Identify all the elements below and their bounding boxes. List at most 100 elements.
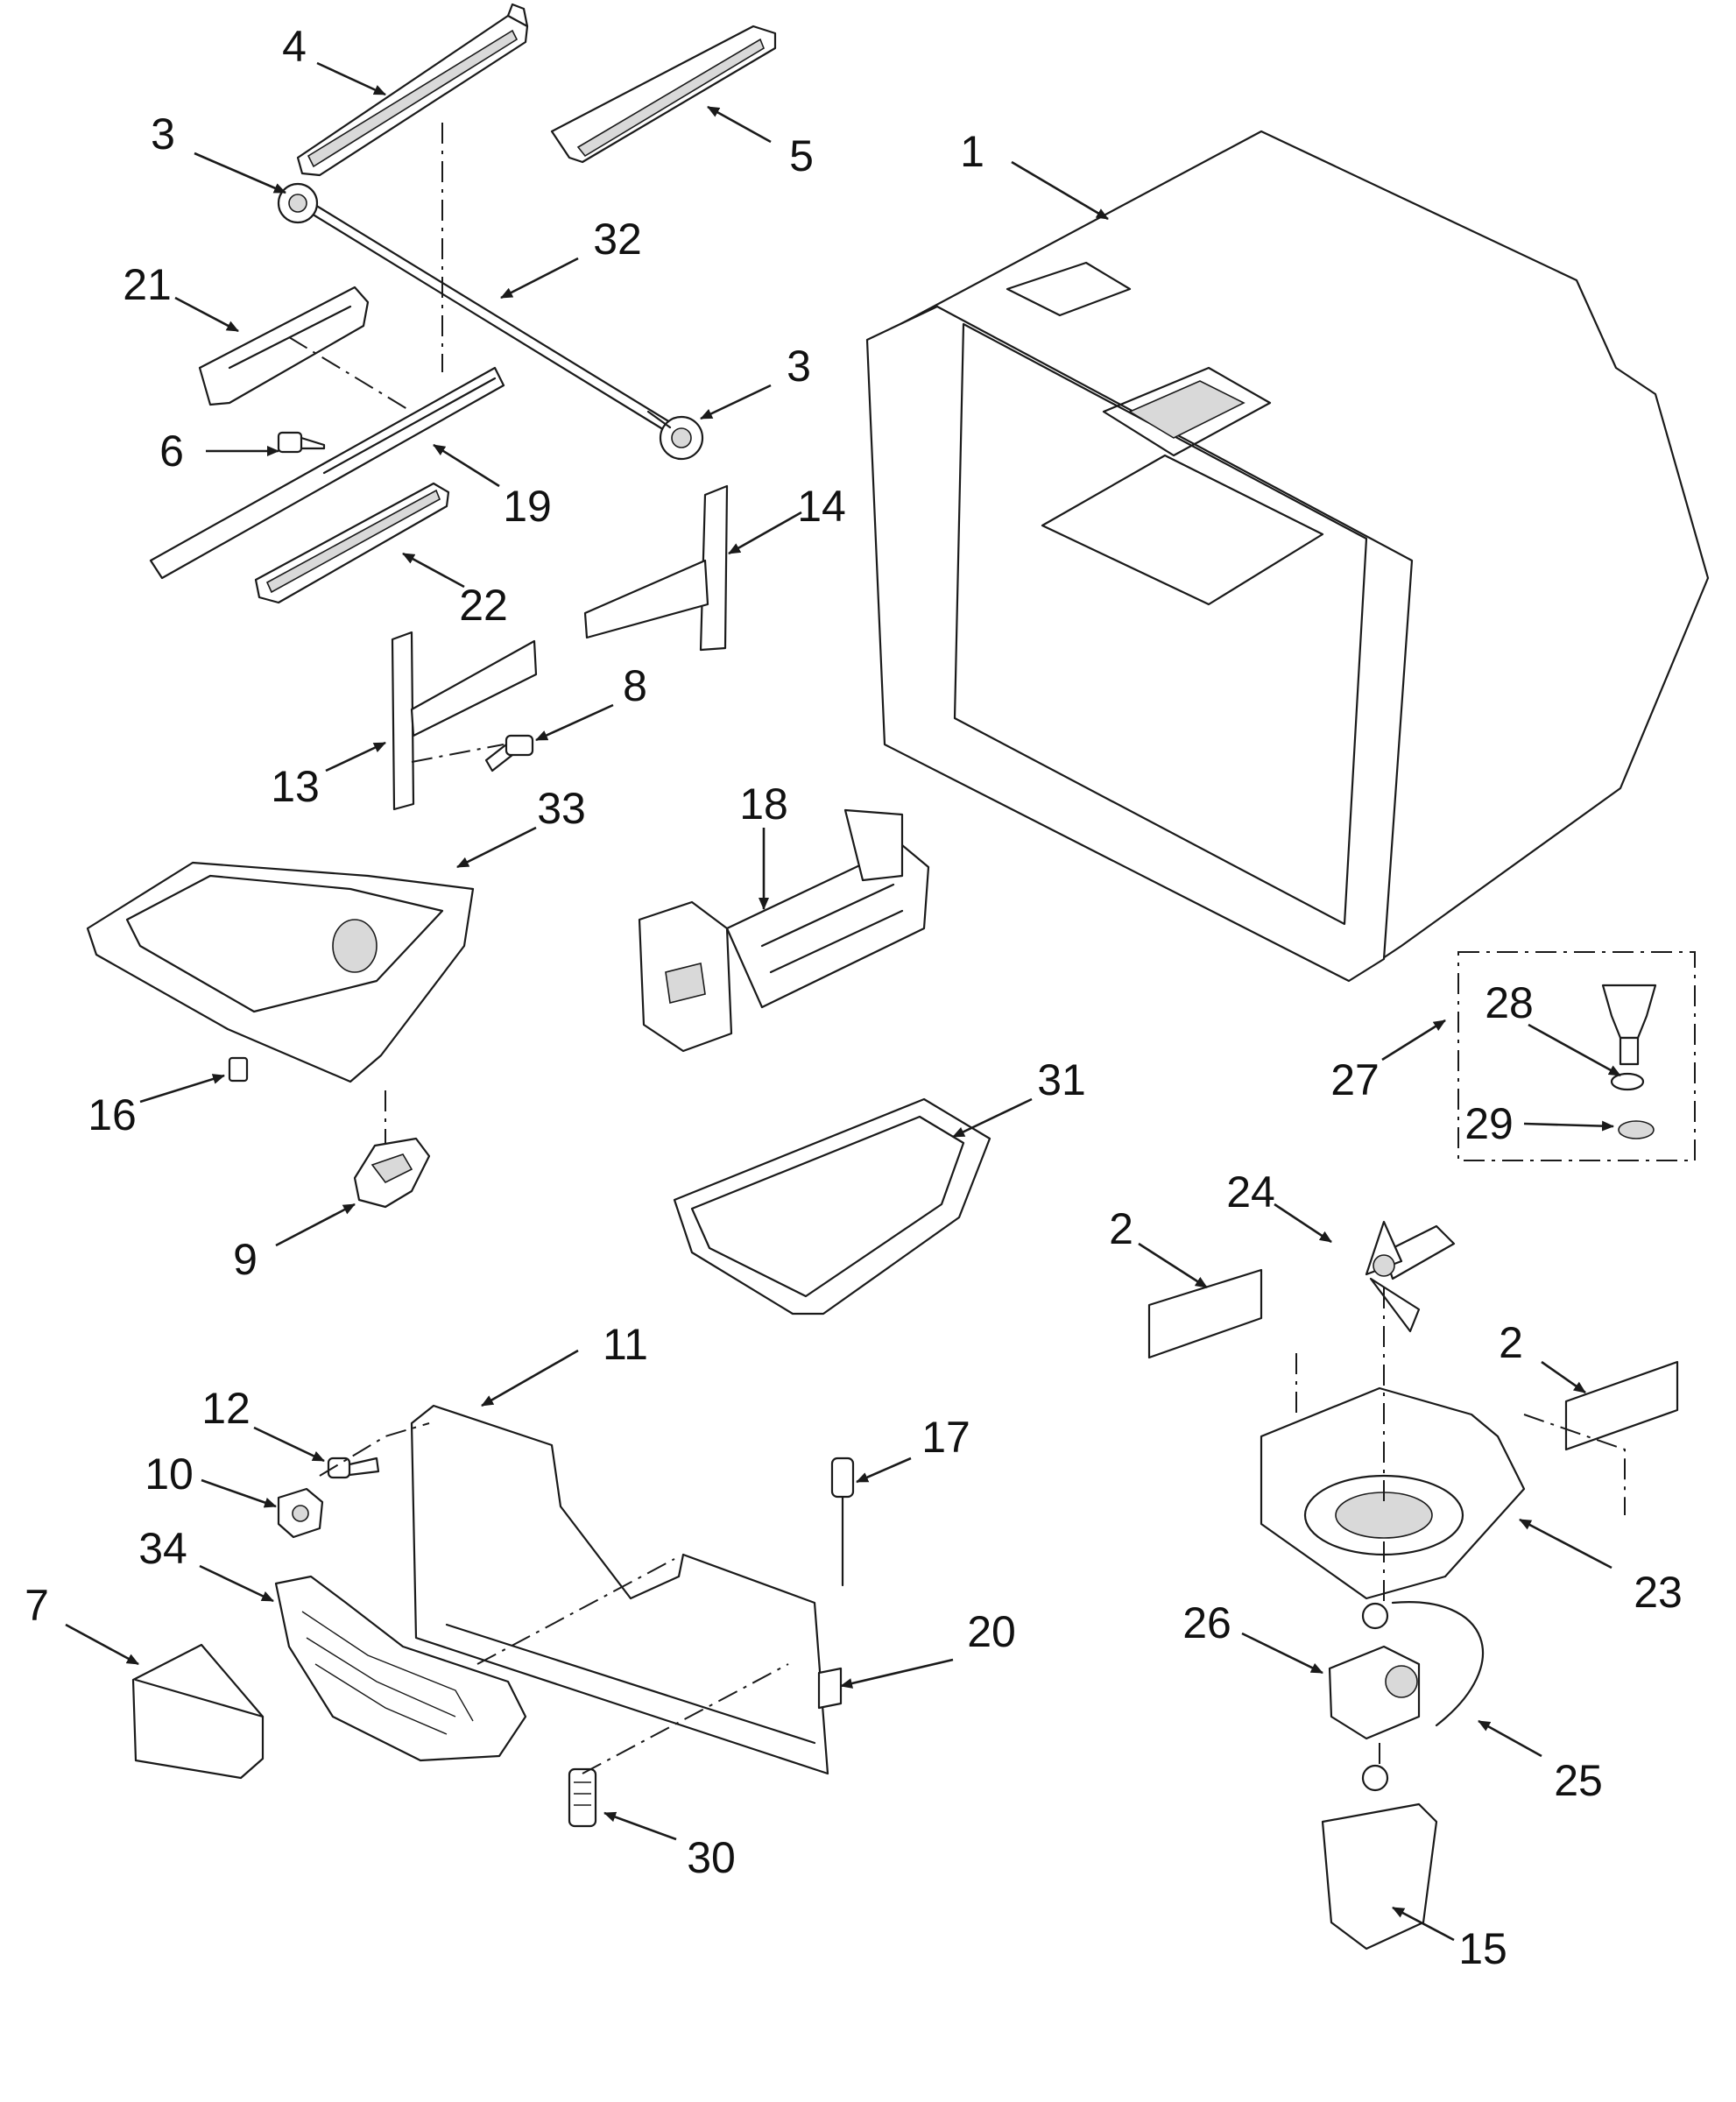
callout-11: 11 bbox=[603, 1320, 648, 1369]
leader-14 bbox=[728, 511, 802, 555]
callout-34: 34 bbox=[138, 1524, 187, 1573]
callout-21: 21 bbox=[123, 260, 172, 309]
part-31-ice-bin bbox=[673, 1097, 991, 1316]
callout-labels: 1 2 2 3 3 4 5 6 7 8 9 10 11 12 13 14 15 … bbox=[25, 22, 1683, 1973]
leader-27 bbox=[1381, 1019, 1446, 1062]
part-33-housing bbox=[86, 861, 475, 1083]
callout-12: 12 bbox=[201, 1384, 251, 1433]
callout-2b: 2 bbox=[1499, 1318, 1523, 1367]
callout-25: 25 bbox=[1554, 1756, 1603, 1805]
leader-20 bbox=[840, 1658, 954, 1689]
callout-27: 27 bbox=[1330, 1055, 1380, 1104]
callout-15: 15 bbox=[1458, 1924, 1507, 1973]
callout-2a: 2 bbox=[1109, 1204, 1133, 1253]
callout-10: 10 bbox=[145, 1450, 194, 1499]
leader-30 bbox=[603, 1811, 677, 1841]
part-13-bracket bbox=[391, 631, 538, 811]
leader-16 bbox=[139, 1074, 225, 1104]
leader-3a bbox=[194, 152, 286, 194]
leader-28 bbox=[1528, 1023, 1621, 1077]
leader-4 bbox=[316, 61, 386, 96]
callout-28: 28 bbox=[1485, 978, 1534, 1027]
callout-29: 29 bbox=[1464, 1099, 1514, 1148]
part-3-gear-lower bbox=[646, 410, 704, 461]
callout-14: 14 bbox=[797, 482, 846, 531]
callout-33: 33 bbox=[537, 784, 586, 833]
part-32-shaft bbox=[301, 198, 672, 433]
callout-3a: 3 bbox=[151, 109, 175, 159]
leader-12 bbox=[253, 1426, 325, 1463]
leader-10 bbox=[201, 1478, 277, 1508]
leader-9 bbox=[275, 1203, 356, 1247]
leader-1 bbox=[1011, 160, 1109, 221]
part-2-pad-right bbox=[1564, 1360, 1679, 1451]
leader-33 bbox=[456, 826, 537, 869]
part-12-screw bbox=[327, 1457, 380, 1479]
part-8-screw bbox=[484, 734, 534, 772]
leader-17 bbox=[856, 1457, 912, 1484]
leader-11 bbox=[481, 1349, 579, 1407]
part-3-gear-upper bbox=[277, 182, 319, 224]
part-27-kit-box bbox=[1457, 951, 1696, 1161]
part-1-liner bbox=[865, 130, 1710, 983]
callout-19: 19 bbox=[503, 482, 552, 531]
part-34-grille bbox=[274, 1575, 527, 1762]
leader-15 bbox=[1392, 1906, 1455, 1942]
leader-21 bbox=[174, 296, 239, 333]
leader-19 bbox=[433, 443, 500, 488]
leader-24 bbox=[1274, 1203, 1332, 1244]
part-9-knob bbox=[353, 1137, 431, 1209]
part-24-fan-blade bbox=[1365, 1220, 1456, 1333]
leader-2a bbox=[1138, 1242, 1208, 1289]
leader-25 bbox=[1478, 1719, 1542, 1758]
callout-17: 17 bbox=[921, 1413, 970, 1462]
part-18-icemaker bbox=[638, 808, 930, 1053]
part-2-pad-left bbox=[1147, 1268, 1263, 1359]
callout-leaders bbox=[65, 61, 1621, 1942]
leader-5 bbox=[707, 105, 772, 144]
part-28-ring bbox=[1610, 1072, 1645, 1091]
callout-5: 5 bbox=[789, 131, 814, 180]
leader-7 bbox=[65, 1623, 139, 1666]
callout-13: 13 bbox=[271, 762, 320, 811]
part-14-bracket bbox=[583, 484, 729, 652]
callout-30: 30 bbox=[687, 1833, 736, 1882]
callout-16: 16 bbox=[88, 1090, 137, 1139]
callout-31: 31 bbox=[1037, 1055, 1086, 1104]
callout-4: 4 bbox=[282, 22, 307, 71]
leader-23 bbox=[1519, 1518, 1613, 1569]
part-6-screw bbox=[277, 431, 326, 454]
part-10-bracket bbox=[277, 1487, 324, 1539]
callout-18: 18 bbox=[739, 779, 788, 829]
part-7-cover bbox=[131, 1643, 265, 1780]
part-11-panel bbox=[410, 1404, 829, 1775]
callout-1: 1 bbox=[960, 127, 984, 176]
leader-29 bbox=[1523, 1120, 1614, 1132]
callout-24: 24 bbox=[1226, 1167, 1275, 1217]
callout-6: 6 bbox=[159, 427, 184, 476]
leader-32 bbox=[500, 257, 579, 300]
leader-22 bbox=[402, 552, 465, 589]
part-22-slide bbox=[254, 482, 450, 604]
leader-34 bbox=[199, 1564, 274, 1603]
part-21-bracket bbox=[198, 286, 370, 406]
part-5-rail bbox=[550, 25, 777, 164]
leader-31 bbox=[952, 1097, 1033, 1139]
part-15-bracket bbox=[1321, 1764, 1438, 1950]
leader-8 bbox=[535, 703, 614, 742]
callout-32: 32 bbox=[593, 215, 642, 264]
part-25-wire bbox=[1391, 1601, 1485, 1727]
part-20-strip bbox=[817, 1667, 843, 1710]
callout-9: 9 bbox=[233, 1235, 258, 1284]
callout-23: 23 bbox=[1634, 1568, 1683, 1617]
part-30-latch bbox=[568, 1767, 597, 1828]
callout-3b: 3 bbox=[787, 342, 811, 391]
part-4-rail bbox=[296, 3, 529, 177]
callout-22: 22 bbox=[459, 581, 508, 630]
callout-20: 20 bbox=[967, 1607, 1016, 1656]
leader-3b bbox=[700, 384, 772, 420]
part-19-slide bbox=[149, 366, 505, 580]
part-23-fan-shroud bbox=[1260, 1386, 1526, 1600]
callout-7: 7 bbox=[25, 1581, 49, 1630]
